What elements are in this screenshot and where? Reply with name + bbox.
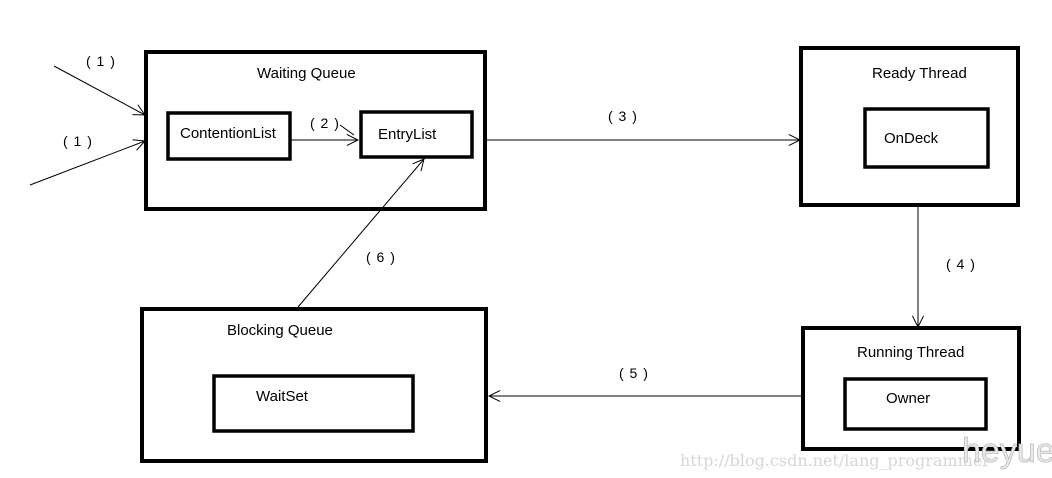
step-4-label: ( 4 ): [946, 256, 976, 272]
step-1a-label: ( 1 ): [86, 53, 116, 69]
waiting-queue-box: Waiting Queue ContentionList EntryList: [144, 50, 487, 211]
step-2-label: ( 2 ): [310, 115, 340, 131]
wait-set-label: WaitSet: [256, 388, 309, 405]
step-5-label: ( 5 ): [619, 365, 649, 381]
entry-list-label: EntryList: [378, 126, 437, 143]
entry-list-box: EntryList: [359, 110, 474, 159]
running-thread-title: Running Thread: [857, 344, 964, 361]
wait-set-box: WaitSet: [212, 374, 415, 433]
step-3-label: ( 3 ): [608, 108, 638, 124]
contention-list-label: ContentionList: [180, 125, 277, 142]
ready-thread-title: Ready Thread: [872, 65, 967, 82]
blocking-queue-box: Blocking Queue WaitSet: [140, 307, 488, 463]
arrow-1a: [53, 65, 146, 116]
arrow-6: [297, 158, 425, 308]
owner-label: Owner: [886, 390, 930, 407]
running-thread-box: Running Thread Owner: [801, 326, 1021, 451]
waiting-queue-title: Waiting Queue: [257, 65, 356, 82]
blocking-queue-title: Blocking Queue: [227, 322, 333, 339]
arrow-1b: [29, 139, 147, 186]
step-6-label: ( 6 ): [366, 249, 396, 265]
contention-list-box: ContentionList: [166, 111, 292, 161]
watermark-url: http://blog.csdn.net/lang_programmer: [680, 451, 990, 470]
on-deck-label: OnDeck: [884, 130, 939, 147]
on-deck-box: OnDeck: [863, 107, 990, 169]
arrow-2-tick: [339, 124, 355, 136]
watermark-name: heyue: [962, 432, 1052, 470]
ready-thread-box: Ready Thread OnDeck: [799, 46, 1020, 207]
owner-box: Owner: [843, 377, 988, 431]
step-1b-label: ( 1 ): [63, 133, 93, 149]
